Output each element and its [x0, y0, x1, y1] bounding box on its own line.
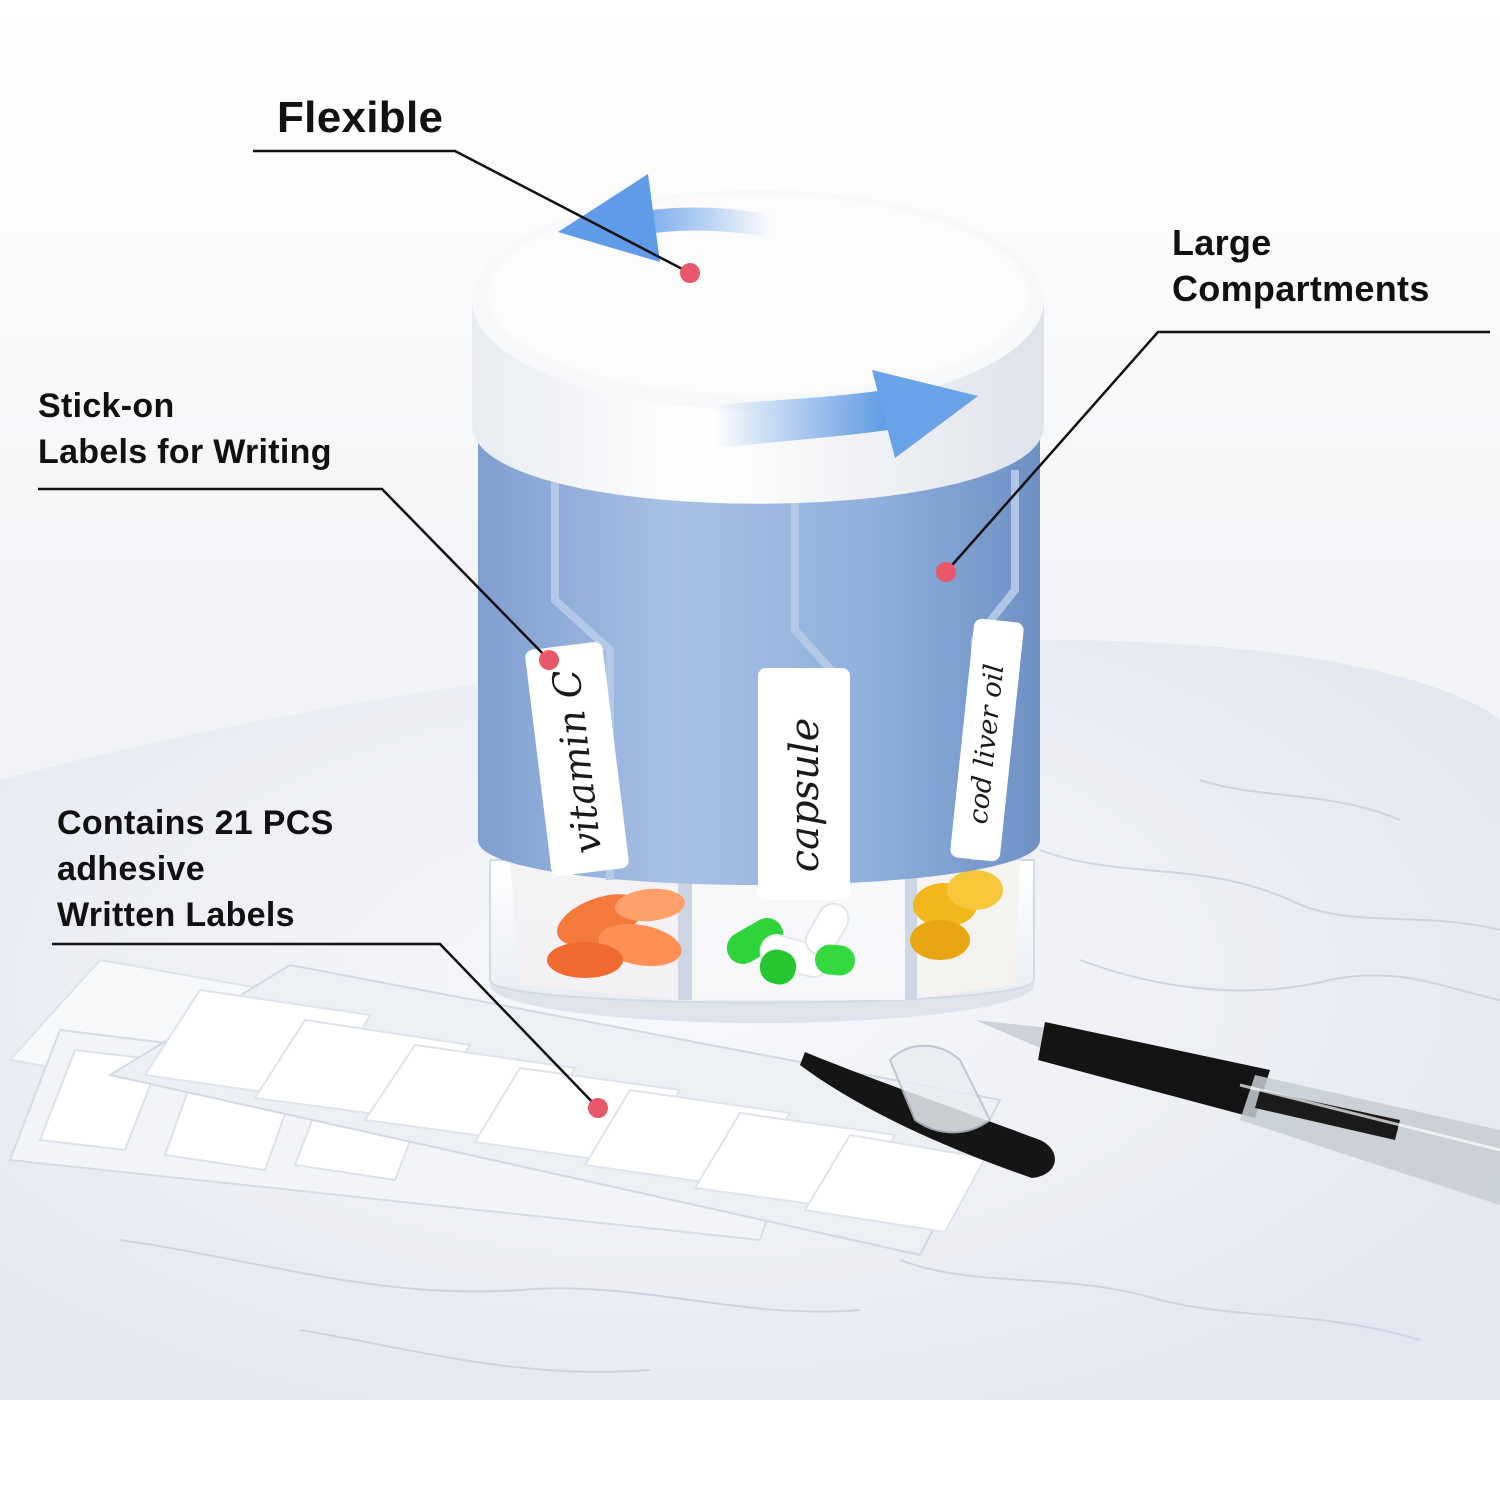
yellow-softgels — [910, 870, 1003, 960]
product-label-3: cod liver oil — [950, 618, 1024, 862]
large-compartments-dot — [936, 562, 956, 582]
callout-contains: Contains 21 PCS adhesive Written Labels — [57, 800, 334, 938]
callout-lines — [38, 149, 1490, 1109]
callout-large-compartments-line-2: Compartments — [1172, 268, 1430, 309]
label-sheet-front — [107, 963, 1002, 1257]
callout-dots — [539, 263, 956, 1118]
stick-on-leader — [38, 487, 550, 661]
product-label-1: vitamin C — [525, 642, 629, 876]
orange-pills — [547, 888, 685, 978]
callout-large-compartments: Large Compartments — [1172, 220, 1430, 312]
callout-large-compartments-line-1: Large — [1172, 222, 1272, 263]
flexible-dot — [680, 263, 700, 283]
callout-contains-line-2: adhesive — [57, 850, 205, 888]
callout-flexible-line-1: Flexible — [277, 93, 444, 142]
callout-stick-on-line-1: Stick-on — [38, 387, 175, 425]
flexible-leader — [253, 149, 691, 275]
marble-veins — [119, 779, 1500, 1373]
contains-leader — [52, 942, 599, 1109]
product-label-2: capsule — [758, 668, 850, 900]
callout-contains-line-1: Contains 21 PCS — [57, 804, 334, 842]
product-label-2-text: capsule — [782, 718, 828, 873]
callout-contains-line-3: Written Labels — [57, 896, 295, 934]
bottom-white-band — [0, 1400, 1500, 1500]
callout-flexible: Flexible — [277, 93, 443, 143]
callout-stick-on-line-2: Labels for Writing — [38, 433, 332, 471]
large-compartments-leader — [945, 330, 1490, 573]
pen-cap — [800, 1044, 1055, 1178]
rotate-left-arrow — [558, 174, 770, 262]
callout-stick-on: Stick-on Labels for Writing — [38, 383, 332, 475]
container-lid — [472, 190, 1044, 504]
contains-dot — [588, 1098, 608, 1118]
green-capsules — [726, 902, 855, 985]
rotate-right-arrow — [715, 370, 978, 458]
pen — [975, 1020, 1500, 1205]
stick-on-dot — [539, 650, 559, 670]
